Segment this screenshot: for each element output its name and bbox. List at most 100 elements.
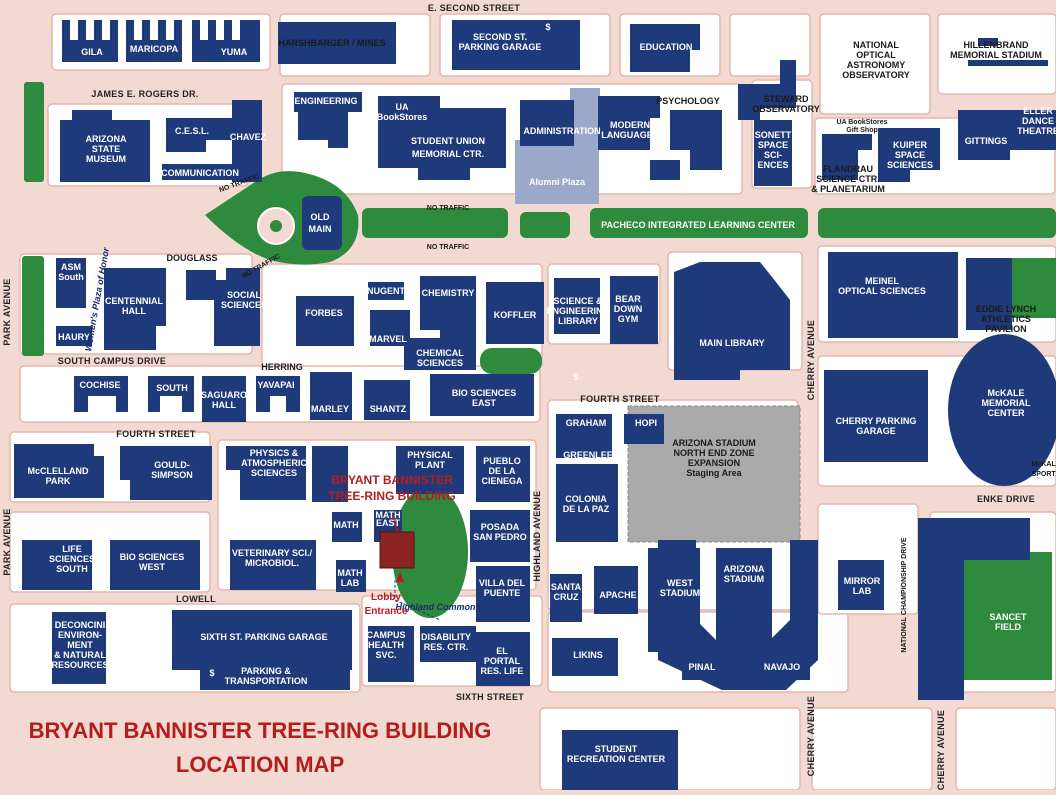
street-cherry-east: CHERRY AVENUE: [936, 710, 946, 790]
street-cherry: CHERRY AVENUE: [806, 320, 816, 400]
street-no-traffic-3: NO TRAFFIC: [427, 244, 469, 251]
street-enke: ENKE DRIVE: [977, 494, 1035, 504]
street-championship: NATIONAL CHAMPIONSHIP DRIVE: [901, 537, 908, 652]
herring-label: HERRING: [261, 362, 303, 372]
forbes-label: FORBES: [305, 308, 343, 318]
street-park-north: PARK AVENUE: [2, 278, 12, 345]
parking-symbol-icon: $: [545, 22, 550, 32]
mckale-sports-label: McKALESPORTS: [1032, 461, 1056, 478]
parking-symbol-icon: $: [941, 452, 946, 462]
gila-label: GILA: [81, 47, 103, 57]
buildings: [14, 20, 1056, 790]
parking-symbol-icon: $: [573, 372, 578, 382]
douglass-label: DOUGLASS: [166, 253, 217, 263]
math-label: MATH: [333, 520, 358, 530]
tree-ring-name-line2: TREE-RING BUILDING: [328, 489, 455, 503]
parking-symbol-icon: $: [209, 668, 214, 678]
parking-transport-label: PARKING &TRANSPORTATION: [225, 666, 308, 686]
maricopa-label: MARICOPA: [130, 44, 179, 54]
shantz-label: SHANTZ: [370, 404, 407, 414]
tree-ring-building-marker[interactable]: [379, 531, 415, 569]
yuma-label: YUMA: [221, 47, 248, 57]
education-label: EDUCATION: [640, 42, 693, 52]
administration-label: ADMINISTRATION: [523, 126, 600, 136]
graham-label: GRAHAM: [566, 418, 607, 428]
pacheco-label: PACHECO INTEGRATED LEARNING CENTER: [601, 220, 795, 230]
highland-commons-label: Highland Commons: [396, 602, 481, 612]
alumni-plaza-label: Alumni Plaza: [529, 177, 586, 187]
greenlee-label: GREENLEE: [563, 450, 613, 460]
gould-label: GOULD-SIMPSON: [151, 460, 193, 480]
marvel-label: MARVEL: [369, 334, 407, 344]
lobby-entrance-line2: Entrance: [365, 606, 408, 617]
street-fourth-west: FOURTH STREET: [116, 429, 196, 439]
hopi-label: HOPI: [635, 418, 657, 428]
street-park-south: PARK AVENUE: [2, 508, 12, 575]
street-fourth-east: FOURTH STREET: [580, 394, 660, 404]
map-title-line2: LOCATION MAP: [175, 752, 345, 777]
navajo-label: NAVAJO: [764, 662, 800, 672]
vet-label: VETERINARY SCI./MICROBIOL.: [232, 548, 313, 568]
sixth-garage-label: SIXTH ST. PARKING GARAGE: [200, 632, 327, 642]
yavapai-label: YAVAPAI: [257, 380, 294, 390]
alumni-plaza: [515, 140, 599, 204]
main-library-label: MAIN LIBRARY: [699, 338, 764, 348]
street-no-traffic-2: NO TRAFFIC: [427, 205, 469, 212]
likins-label: LIKINS: [573, 650, 603, 660]
chavez-label: CHAVEZ: [230, 132, 267, 142]
psychology-label: PSYCHOLOGY: [656, 96, 720, 106]
map-title-line1: BRYANT BANNISTER TREE-RING BUILDING: [28, 718, 492, 743]
street-lowell: LOWELL: [176, 594, 216, 604]
harshbarger-label: HARSHBARGER / MINES: [278, 38, 385, 48]
lobby-entrance-line1: Lobby: [371, 592, 401, 603]
street-second: E. SECOND STREET: [428, 3, 521, 13]
apache-label: APACHE: [599, 590, 636, 600]
communication-label: COMMUNICATION: [161, 168, 239, 178]
street-south-campus: SOUTH CAMPUS DRIVE: [58, 356, 166, 366]
street-sixth: SIXTH STREET: [456, 692, 524, 702]
cesl-label: C.E.S.L.: [175, 126, 209, 136]
gittings-label: GITTINGS: [965, 136, 1008, 146]
haury-label: HAURY: [58, 332, 90, 342]
koffler-label: KOFFLER: [494, 310, 537, 320]
second-garage-label: SECOND ST.PARKING GARAGE: [459, 32, 542, 52]
